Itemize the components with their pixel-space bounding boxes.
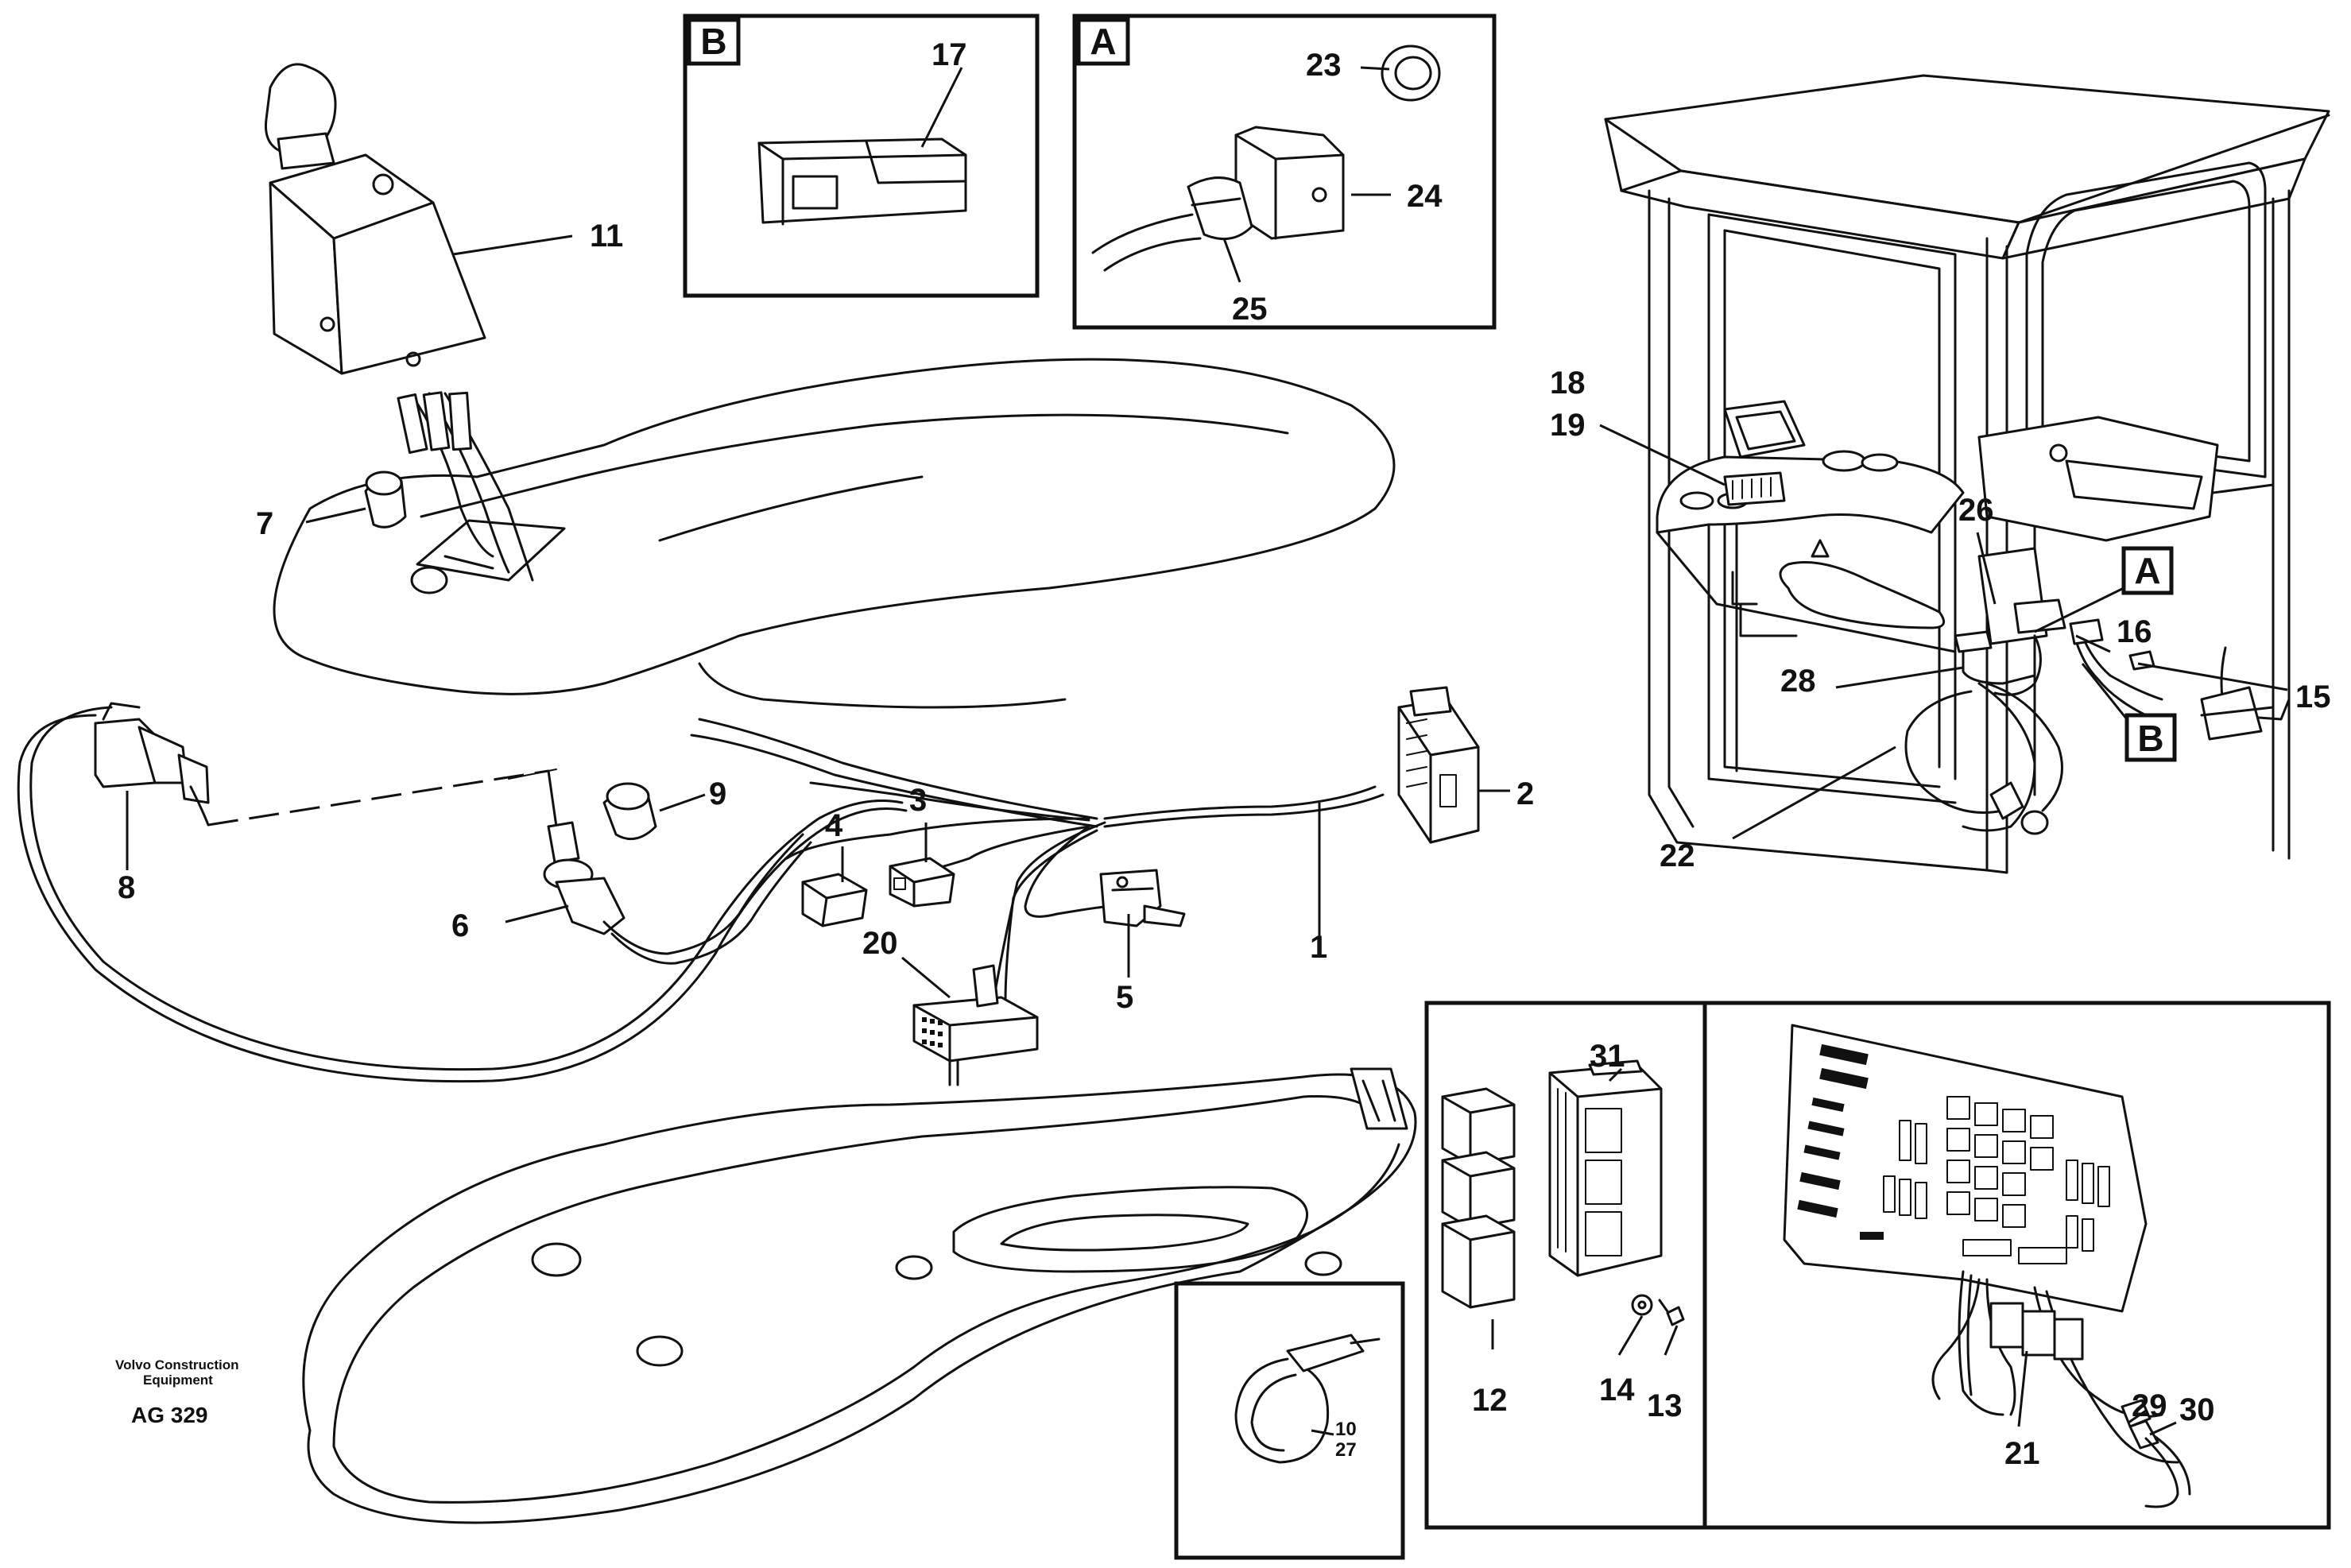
knob-7 [364, 470, 448, 594]
relay-12 [1441, 1087, 1516, 1309]
callout-22: 22 [1660, 838, 1695, 873]
callout-26: 26 [1958, 493, 1994, 528]
callout-2: 2 [1516, 776, 1534, 811]
credit-line-1: Volvo Construction [115, 1357, 239, 1372]
knob-9 [602, 782, 657, 841]
cable-gland-25 [1091, 176, 1253, 272]
callout-4: 4 [825, 808, 843, 843]
pcb-relays [1883, 1096, 2110, 1264]
switch-8 [94, 702, 210, 827]
leader-lines [126, 66, 2288, 1436]
relay-20-grid [922, 1017, 943, 1047]
detail-tag-a: A [1090, 21, 1116, 62]
connector-24 [1234, 126, 1345, 240]
callout-15: 15 [2295, 679, 2331, 714]
callout-numbers: 17 23 24 25 11 7 9 8 6 4 3 5 1 2 20 10 2… [118, 37, 2331, 1471]
callout-19: 19 [1550, 408, 1586, 443]
callout-13: 13 [1647, 1388, 1683, 1423]
detail-box-a: A [1072, 14, 1497, 330]
callout-24: 24 [1407, 179, 1443, 214]
switch-6 [543, 769, 812, 965]
detail-box-b: B [683, 14, 1040, 298]
cab-tag-b: B [2081, 663, 2177, 762]
callout-17: 17 [931, 37, 967, 72]
callout-23: 23 [1306, 48, 1342, 83]
screw-13-washer-14 [1631, 1294, 1685, 1326]
relay-holder-31 [1548, 1059, 1663, 1277]
callout-6: 6 [451, 908, 469, 943]
cab-view [1604, 74, 2330, 874]
armrest-base-lower [302, 1067, 1417, 1524]
plug-29-30 [2121, 1399, 2191, 1508]
callout-16: 16 [2117, 614, 2152, 649]
detail-box-cable-tie [1174, 1281, 1405, 1560]
svg-text:B: B [2137, 718, 2163, 759]
callout-8: 8 [118, 870, 135, 905]
callout-14: 14 [1599, 1372, 1635, 1407]
plug-3 [889, 857, 955, 908]
callout-5: 5 [1116, 980, 1133, 1015]
switch-11 [264, 63, 486, 375]
callout-7: 7 [256, 506, 273, 541]
connector-17 [757, 137, 967, 226]
relay-20 [912, 964, 1039, 1086]
drawing-code: AG 329 [131, 1403, 208, 1427]
callout-9: 9 [709, 776, 726, 811]
callout-25: 25 [1232, 292, 1268, 327]
callout-28: 28 [1780, 664, 1816, 699]
plug-4 [801, 873, 868, 927]
callout-27: 27 [1335, 1439, 1357, 1461]
callout-3: 3 [909, 783, 927, 818]
credit-line-2: Equipment [143, 1372, 213, 1388]
callout-11: 11 [590, 219, 623, 254]
connector-5 [1099, 869, 1186, 927]
credit-block: Volvo Construction Equipment AG 329 [115, 1357, 239, 1427]
switch-11-wires [397, 391, 534, 582]
callout-31: 31 [1590, 1039, 1625, 1074]
callout-30: 30 [2179, 1392, 2215, 1427]
callout-20: 20 [862, 926, 898, 961]
detail-box-relays [1424, 1001, 1707, 1530]
loop-cable-8 [17, 706, 908, 1083]
callout-10: 10 [1335, 1419, 1357, 1440]
callout-12: 12 [1472, 1383, 1508, 1418]
callout-18: 18 [1550, 366, 1586, 401]
callout-21: 21 [2004, 1436, 2040, 1471]
armrest-cover-upper [273, 358, 1396, 709]
grommet-23 [1381, 45, 1441, 102]
callout-29: 29 [2132, 1388, 2167, 1423]
svg-text:A: A [2134, 550, 2160, 591]
connector-2 [1397, 686, 1480, 844]
callout-1: 1 [1310, 930, 1327, 965]
cab-tag-a: A [2034, 546, 2174, 633]
pcb-components [1797, 1043, 1884, 1240]
detail-tag-b: B [700, 21, 726, 62]
